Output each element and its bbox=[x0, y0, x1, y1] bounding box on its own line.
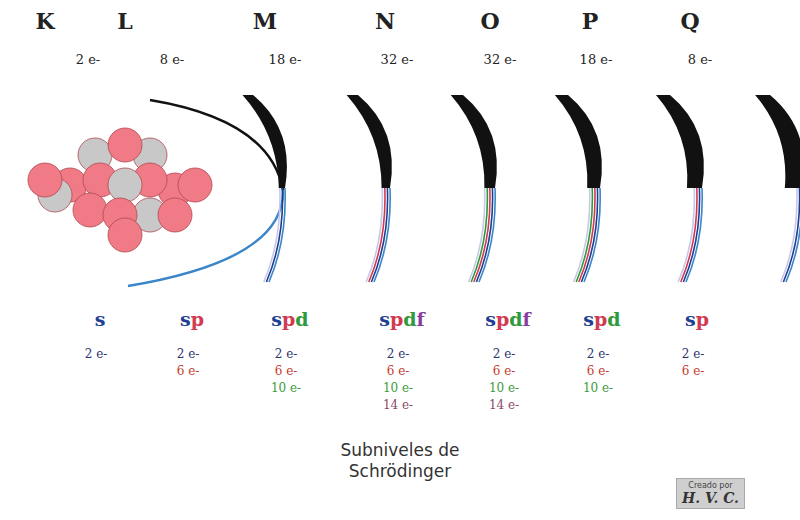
shell-capacity: 18 e- bbox=[269, 52, 302, 67]
subshell-stripe bbox=[781, 188, 797, 282]
subshell-letter: f bbox=[417, 308, 425, 330]
nucleon bbox=[158, 198, 192, 232]
nucleon bbox=[73, 193, 107, 227]
electron-count: 6 e- bbox=[682, 363, 705, 380]
electron-count: 2 e- bbox=[275, 346, 298, 363]
shell-arc bbox=[656, 95, 704, 188]
shell-capacity: 2 e- bbox=[76, 52, 101, 67]
subshell-letter: s bbox=[379, 308, 390, 330]
electron-count: 2 e- bbox=[85, 346, 108, 363]
electron-count: 6 e- bbox=[493, 363, 516, 380]
electron-count: 2 e- bbox=[682, 346, 705, 363]
subshell-group: spdf bbox=[379, 308, 424, 330]
shell-arc bbox=[755, 95, 800, 188]
electron-count: 10 e- bbox=[383, 380, 413, 397]
subshell-stripe bbox=[366, 188, 382, 282]
subshell-letter: s bbox=[583, 308, 594, 330]
electron-count: 10 e- bbox=[489, 380, 519, 397]
count-column: 2 e-6 e-10 e- bbox=[271, 346, 301, 397]
electron-count: 2 e- bbox=[177, 346, 200, 363]
subshell-letter: d bbox=[403, 308, 416, 330]
shell-letter: Q bbox=[680, 8, 699, 34]
count-column: 2 e-6 e-10 e-14 e- bbox=[489, 346, 519, 414]
subshell-group: spd bbox=[583, 308, 620, 330]
subshell-letter: p bbox=[282, 308, 295, 330]
subshell-letter: p bbox=[696, 308, 709, 330]
count-column: 2 e-6 e- bbox=[177, 346, 200, 380]
subshell-stripe bbox=[678, 188, 694, 282]
nucleon bbox=[28, 163, 62, 197]
shell-letter: N bbox=[375, 8, 395, 34]
shell-arc bbox=[128, 190, 283, 286]
subshell-letter: d bbox=[295, 308, 308, 330]
shell-letter: M bbox=[253, 8, 277, 34]
subshell-stripe bbox=[264, 188, 280, 282]
electron-count: 6 e- bbox=[177, 363, 200, 380]
subshell-letter: s bbox=[271, 308, 282, 330]
electron-count: 6 e- bbox=[275, 363, 298, 380]
subshell-letter: p bbox=[191, 308, 204, 330]
subshell-group: sp bbox=[685, 308, 709, 330]
shell-capacity: 8 e- bbox=[688, 52, 713, 67]
count-column: 2 e- bbox=[85, 346, 108, 363]
shell-letter: L bbox=[117, 8, 132, 34]
subshell-stripe bbox=[574, 188, 590, 282]
subshell-letter: f bbox=[523, 308, 531, 330]
subshell-letter: s bbox=[95, 308, 106, 330]
subshell-group: spdf bbox=[485, 308, 530, 330]
subshell-stripe bbox=[469, 188, 485, 282]
subshell-letter: s bbox=[180, 308, 191, 330]
count-column: 2 e-6 e- bbox=[682, 346, 705, 380]
electron-count: 6 e- bbox=[587, 363, 610, 380]
shell-capacity: 32 e- bbox=[484, 52, 517, 67]
shell-capacity: 8 e- bbox=[160, 52, 185, 67]
shell-capacity: 18 e- bbox=[580, 52, 613, 67]
electron-count: 2 e- bbox=[493, 346, 516, 363]
count-column: 2 e-6 e-10 e-14 e- bbox=[383, 346, 413, 414]
subshell-group: sp bbox=[180, 308, 204, 330]
shell-arc bbox=[243, 95, 287, 188]
nucleon bbox=[108, 218, 142, 252]
electron-count: 10 e- bbox=[271, 380, 301, 397]
watermark-text: H. V. C. bbox=[682, 490, 739, 506]
electron-count: 2 e- bbox=[387, 346, 410, 363]
nucleon bbox=[108, 128, 142, 162]
shell-letter: K bbox=[35, 8, 54, 34]
subshell-group: s bbox=[95, 308, 106, 330]
shell-capacity: 32 e- bbox=[381, 52, 414, 67]
shell-letter: O bbox=[480, 8, 499, 34]
subshell-letter: p bbox=[594, 308, 607, 330]
subshell-letter: d bbox=[607, 308, 620, 330]
subshell-group: spd bbox=[271, 308, 308, 330]
electron-count: 6 e- bbox=[387, 363, 410, 380]
subshell-letter: p bbox=[390, 308, 403, 330]
subshell-letter: d bbox=[509, 308, 522, 330]
electron-count: 2 e- bbox=[587, 346, 610, 363]
shell-arc bbox=[555, 95, 602, 188]
watermark-box: Creado porH. V. C. bbox=[676, 478, 745, 509]
shell-arc bbox=[347, 95, 392, 188]
shell-letter: P bbox=[582, 8, 599, 34]
electron-count: 14 e- bbox=[383, 397, 413, 414]
electron-count: 10 e- bbox=[583, 380, 613, 397]
watermark-text: Creado por bbox=[682, 481, 739, 490]
shell-arc bbox=[451, 95, 497, 188]
subshell-letter: s bbox=[485, 308, 496, 330]
nucleon bbox=[178, 168, 212, 202]
count-column: 2 e-6 e-10 e- bbox=[583, 346, 613, 397]
caption: Subniveles de Schrödinger bbox=[315, 440, 485, 482]
subshell-letter: p bbox=[496, 308, 509, 330]
subshell-letter: s bbox=[685, 308, 696, 330]
nucleon bbox=[108, 168, 142, 202]
electron-count: 14 e- bbox=[489, 397, 519, 414]
